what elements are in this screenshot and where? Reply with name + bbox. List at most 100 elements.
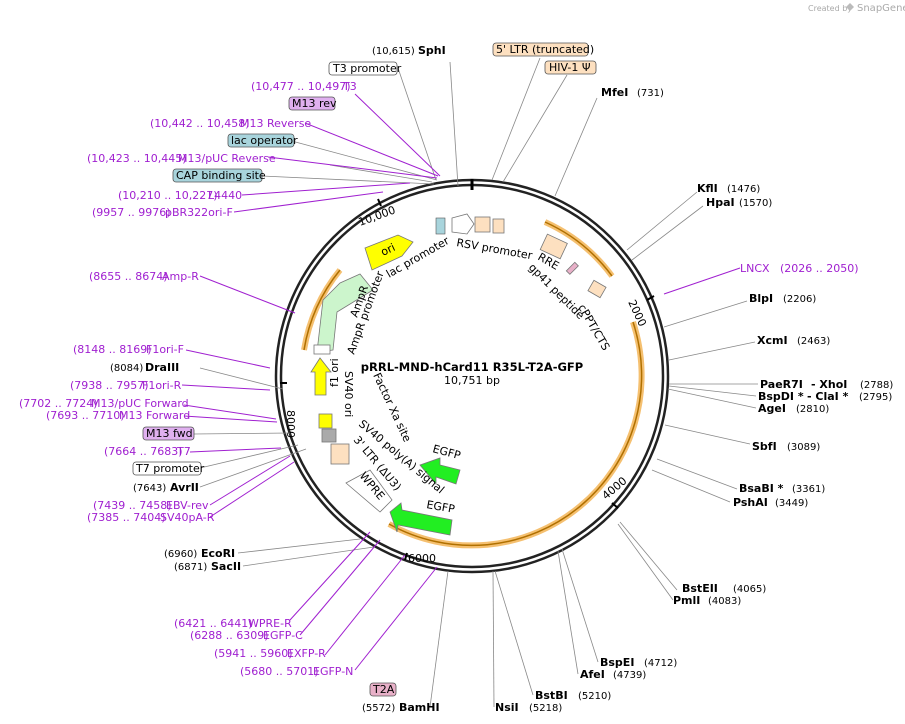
ltr-region-arc-line [544,221,613,277]
m13-rev-tag: M13 rev [292,97,337,110]
bsabi-name: BsaBI * [739,482,784,495]
egfpc-name: EGFP-C [263,629,303,642]
xhoi-name: - XhoI [811,378,847,391]
agei-pos: (2810) [796,404,829,415]
kfli-pos: (1476) [727,184,760,195]
clai-name: - ClaI * [807,390,849,403]
exfpr-pos: (5941 .. 5960) [214,647,293,660]
f1ori-f-name: F1ori-F [146,343,184,356]
sv40pa-pos: (7385 .. 7404) [87,511,166,524]
afei-pos: (4739) [613,670,646,681]
features [310,213,607,536]
cap-site-tag: CAP binding site [176,169,266,182]
egfpn-pos: (5680 .. 5701) [240,665,319,678]
hiv-psi-tag: HIV-1 Ψ [549,61,591,74]
bamhi-name: BamHI [399,701,440,714]
bsteii-pos: (4065) [733,584,766,595]
nsii-name: NsiI [495,701,519,714]
afei-name: AfeI [580,668,605,681]
sv40-ori-feature[interactable] [318,413,333,429]
f1ori-r-pos: (7938 .. 7957) [70,379,149,392]
ori-feature[interactable] [364,234,414,271]
gp41-label: gp41 peptide [526,261,587,322]
hiv-psi-feature[interactable] [492,218,505,234]
f1ori-f-pos: (8148 .. 8169) [73,343,152,356]
ecori-name: EcoRI [201,547,235,560]
cppt-feature[interactable] [587,279,607,299]
t2a-tag: T2A [372,683,395,696]
sacii-name: SacII [211,560,241,573]
wprer-name: WPRE-R [248,617,292,630]
wpre-feature[interactable] [345,469,393,513]
bspei-name: BspEI [600,656,634,669]
sbfi-name: SbfI [752,440,777,453]
position-ticks [280,198,655,561]
m13-fwd-tag: M13 fwd [146,427,193,440]
m13rev-pos: (10,442 .. 10,458) [150,117,250,130]
t7-name: T7 [176,445,191,458]
plasmid-name: pRRL-MND-hCard11 R35L-T2A-GFP [361,360,583,374]
ampr-feature[interactable] [316,273,374,353]
t3-name: T3 [342,80,357,93]
sv40-ori-label: SV40 ori [342,371,355,417]
gp41-feature[interactable] [565,261,579,275]
sphi-name: SphI [418,44,446,57]
egfp-outer-feature[interactable] [389,502,453,536]
ebvrev-name: EBV-rev [166,499,209,512]
ampr-name: Amp-R [162,270,199,283]
sv40pa-name: SV40pA-R [160,511,215,524]
restriction-labels: (10,615) SphI MfeI (731) KflI (1476) Hpa… [110,44,893,714]
tick-label-10000: 10,000 [357,203,398,228]
ebvrev-pos: (7439 .. 7458) [93,499,172,512]
lncx-name: LNCX [740,262,770,275]
snapgene-brand-text: SnapGene [857,3,905,14]
ltr3-feature[interactable] [330,443,350,465]
t3-promoter-tag: T3 promoter [332,62,402,75]
lac-operator-tag: lac operator [231,134,298,147]
agei-name: AgeI [758,402,786,415]
ltr5-tag: 5' LTR (truncated) [496,43,594,56]
mfei-pos: (731) [637,88,664,99]
enzyme-leaders [193,57,758,708]
t7-pos: (7664 .. 7683) [104,445,183,458]
bsteii-name: BstEII [682,582,718,595]
ampr-pos: (8655 .. 8674) [89,270,168,283]
sbfi-pos: (3089) [787,442,820,453]
f1-ori-feature[interactable] [310,357,332,396]
egfp-inner-feature[interactable] [419,457,461,486]
hpai-pos: (1570) [739,198,772,209]
blpi-name: BlpI [749,292,773,305]
draiii-name: DraIII [145,361,179,374]
ampr-region-arc-line [303,269,341,351]
insert-region-arc [387,321,645,549]
m13rev-name: M13 Reverse [240,117,311,130]
rsv-promoter-feature[interactable] [451,213,475,235]
ori-label: ori [379,241,397,259]
t7-promoter-tag: T7 promoter [135,462,205,475]
bspei-pos: (4712) [644,658,677,669]
ltr5-feature[interactable] [474,216,491,233]
bspdi-pos: (2795) [859,392,892,403]
lac-operator-feature[interactable] [435,217,446,235]
rre-feature[interactable] [539,233,568,260]
ecori-pos: (6960) [164,549,197,560]
m13puc-fwd-pos: (7702 .. 7724) [19,397,98,410]
l4440-pos: (10,210 .. 10,227) [118,189,218,202]
insert-region-arc-line [388,321,643,547]
paer7i-pos: (2788) [860,380,893,391]
pbr322-name: pBR322ori-F [165,206,233,219]
m13puc-rev-name: M13/pUC Reverse [178,152,276,165]
sv40-polya-feature[interactable] [321,428,337,443]
bspdi-name: BspDI * [758,390,804,403]
ampr-promoter-feature[interactable] [313,344,331,355]
sphi-pos: (10,615) [372,46,415,57]
paer7i-name: PaeR7I [760,378,803,391]
egfpn-name: EGFP-N [313,665,353,678]
m13puc-fwd-name: M13/pUC Forward [91,397,189,410]
blpi-pos: (2206) [783,294,816,305]
mfei-name: MfeI [601,86,628,99]
pshai-name: PshAI [733,496,768,509]
egfpc-pos: (6288 .. 6309) [190,629,269,642]
pmli-name: PmlI [673,594,700,607]
